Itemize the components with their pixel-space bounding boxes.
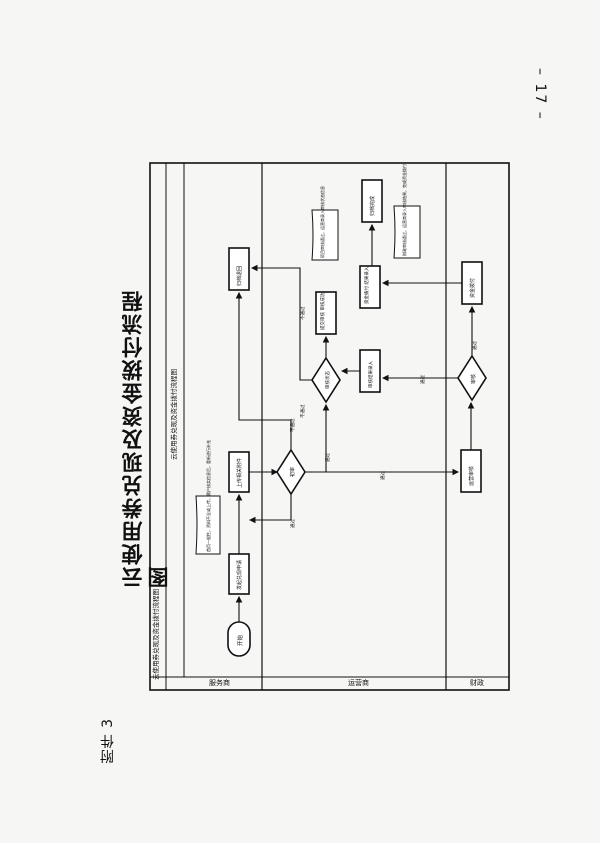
page-number: – 17 – [532, 68, 548, 121]
finance-review-decision [457, 354, 487, 402]
review-status-decision [311, 356, 341, 404]
edge-status-return [250, 264, 312, 381]
finance-review-label: 审核 [470, 374, 477, 384]
diagram-frame [149, 162, 510, 691]
edge-label-fail1: 不通过 [289, 418, 296, 432]
submit-node-label: 发起兑现申请 [236, 560, 243, 590]
return-node-label: 归档退回 [236, 266, 243, 286]
edge-verify-fail [235, 291, 292, 450]
edge-label-fail3: 不通过 [299, 404, 306, 418]
review-status-label: 审核状态 [324, 371, 331, 389]
archive-node-label: 归档完成 [369, 196, 376, 216]
header-left: 云使用券兑现及资金拨付流程图 [151, 589, 160, 680]
verify-decision-label: 初审 [289, 467, 296, 477]
lane-label-service: 服务商 [209, 678, 230, 687]
ops-review-label: 运营审核 [468, 466, 475, 486]
note-3 [393, 205, 421, 259]
upload-node-label: 上传相关附件 [236, 458, 243, 488]
note-3-text: 财政审核通过，运营商录入审核结果，完成资金拨付 [401, 164, 407, 256]
settle-result-label: 审核结果录入 [367, 361, 374, 388]
enter-result-node [359, 265, 381, 309]
edge-label-pass1: 通过 [289, 519, 296, 528]
lane-label-finance: 财政 [470, 678, 484, 687]
note-1-text: 首页一般性，资料不全或上传，需户核实信息后，重新进行补充 [205, 440, 211, 552]
success-node [315, 291, 337, 335]
note-2 [311, 209, 339, 261]
success-node-label: 提交审核 审核成功 [319, 292, 326, 330]
edge-label-pass5: 通过 [419, 375, 426, 384]
note-2-text: 项目审核通过，运营商录入审核状态信息 [319, 186, 325, 258]
note-1 [195, 495, 221, 555]
return-node [228, 247, 250, 291]
finance-pay-label: 资金拨付 [469, 278, 476, 298]
edge-label-fail2: 不通过 [299, 306, 306, 320]
edge-verify-return [248, 494, 292, 524]
start-node-label: 开始 [236, 634, 244, 646]
lane-label-operator: 运营商 [348, 678, 369, 687]
archive-node [361, 179, 383, 223]
edge-label-pass4: 通过 [471, 341, 478, 350]
edge-label-pass2: 通过 [379, 471, 386, 480]
header-main: 云使用券兑现及资金拨付流程图 [169, 369, 178, 460]
enter-result-label: 资金拨付 结果录入 [363, 266, 370, 304]
edge-label-pass3: 通过 [324, 453, 331, 462]
